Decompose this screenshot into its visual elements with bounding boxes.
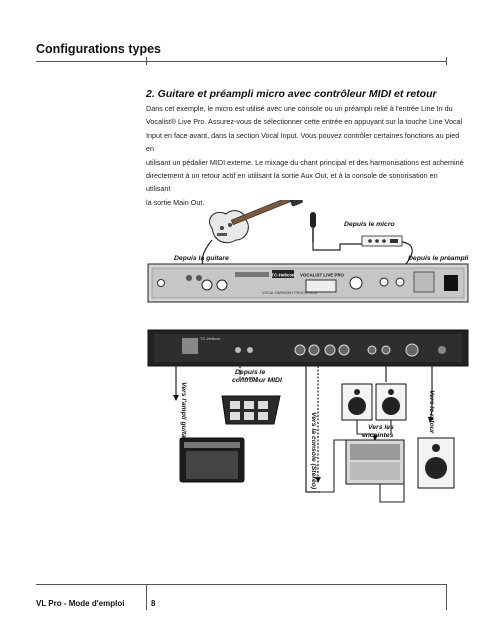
rack-unit-rear: TC-Helicon [147,329,469,367]
electric-guitar-icon [209,200,303,244]
device-name: VOCALIST LIVE PRO [300,273,344,278]
paragraph-line: la sortie Main Out. [146,197,205,207]
paragraph-line: Dans cet exemple, le micro est utilisé a… [146,104,453,113]
footer-doc-title: VL Pro - Mode d'emploi [36,599,125,608]
label-from-midi-line2: contrôleur MIDI [232,377,282,384]
label-to-monitor: Vers le retour [428,390,435,434]
label-from-midi-line1: Depuis le [235,369,265,376]
display-screen [305,279,337,293]
page-header-title: Configurations types [36,42,162,56]
brand-badge [272,270,294,278]
footer-tick [146,584,147,610]
footer-tick [446,584,447,610]
section-title: 2. Guitare et préampli micro avec contrô… [146,88,437,100]
pa-speaker-icon [341,383,373,421]
label-to-guitar-amp: Vers l'ampli guitare [180,382,187,444]
microphone-icon [310,212,316,242]
stage-monitor-icon [417,437,455,489]
guitar-amp-icon [179,437,245,483]
header-divider [36,61,447,62]
preamp-icon [361,235,403,247]
label-from-preamp: Depuis le préampli [408,255,469,262]
paragraph-line: Input en face avant, dans la section Voc… [146,130,460,154]
midi-foot-controller-icon [221,395,281,425]
svg-text:TC-Helicon: TC-Helicon [271,273,294,278]
rack-unit-front: TC-Helicon VOCALIST LIVE PRO VOCAL HARMO… [147,263,469,303]
footer-divider [36,584,447,585]
power-switch [444,275,458,291]
paragraph-line: utilisant un pédalier MIDI externe. Le m… [146,157,464,167]
page-number: 8 [151,599,156,608]
label-to-console: Vers la console (Stéréo) [310,412,317,490]
label-to-speakers-line2: enceintes [362,432,394,439]
header-tick [446,57,447,65]
paragraph-line: directement à un retour actif en utilisa… [146,171,438,194]
header-tick [146,57,147,65]
pa-speaker-icon [375,383,407,421]
mixing-console-icon [345,439,405,485]
connection-diagram: Depuis la guitare Depuis le micro Depuis… [147,200,469,503]
paragraph-line: Vocalist® Live Pro. Assurez-vous de séle… [146,117,463,127]
device-subtitle: VOCAL HARMONY PROCESSOR [262,291,318,295]
label-to-speakers-line1: Vers les [368,424,394,431]
body-paragraph: Dans cet exemple, le micro est utilisé a… [146,102,464,209]
label-from-mic: Depuis le micro [344,221,395,228]
svg-text:TC-Helicon: TC-Helicon [200,336,220,341]
label-from-guitar: Depuis la guitare [174,255,229,262]
